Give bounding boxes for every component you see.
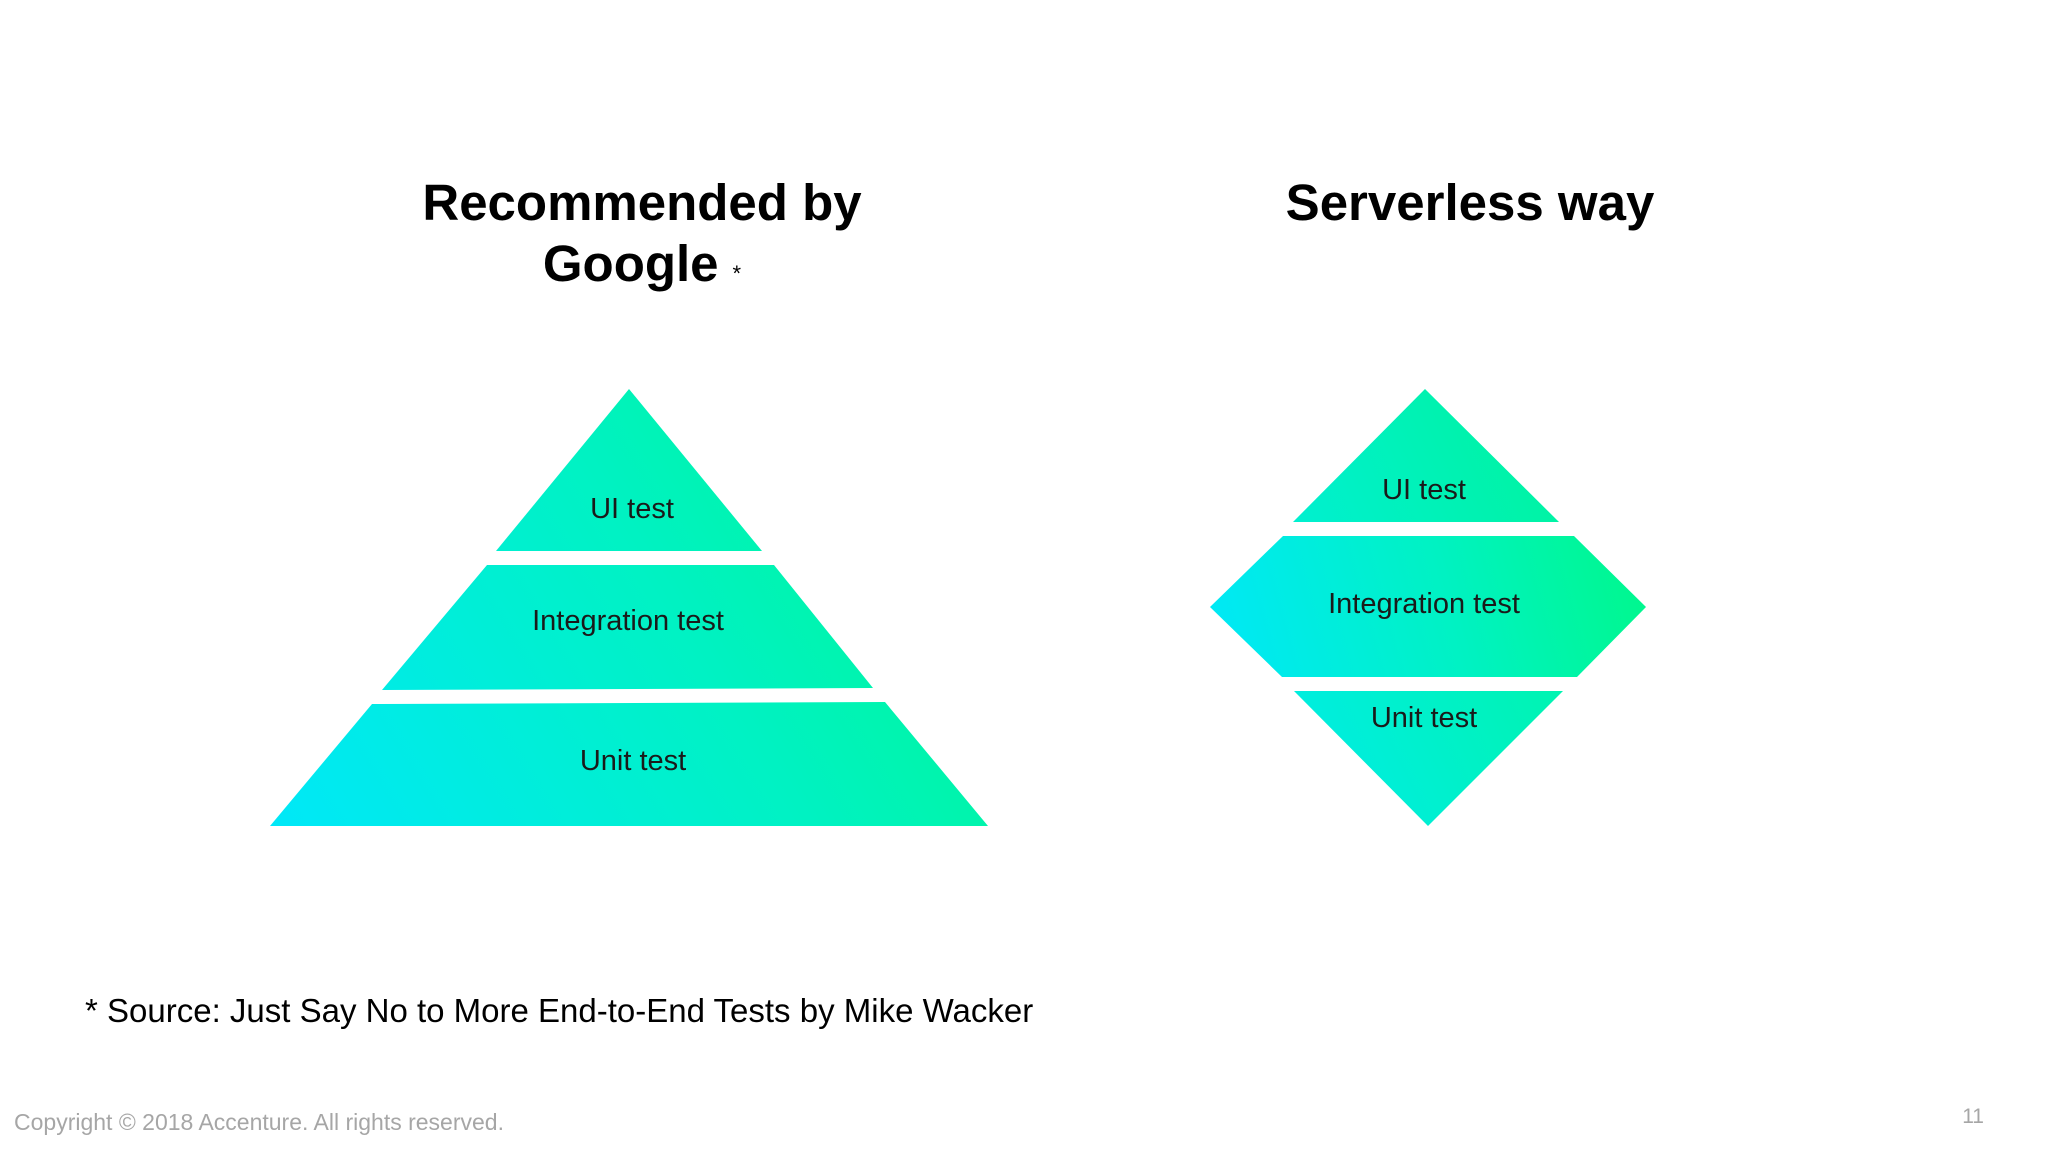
pyramid-unit-test-layer (270, 702, 988, 826)
pyramid-ui-test-label: UI test (590, 493, 674, 525)
diamond-ui-test-label: UI test (1382, 474, 1466, 506)
diamond-unit-test-layer (1294, 691, 1563, 826)
heading-recommended-by-google: Recommended by Google * (370, 172, 914, 304)
heading-left-line1: Recommended by (422, 174, 862, 231)
test-diamond: UI test Integration test Unit test (1210, 389, 1646, 826)
copyright-text: Copyright © 2018 Accenture. All rights r… (14, 1109, 504, 1135)
heading-left-line2: Google (542, 235, 719, 292)
pyramid-unit-test-label: Unit test (580, 745, 686, 777)
source-footnote: * Source: Just Say No to More End-to-End… (85, 992, 1034, 1029)
footnote-marker: * (732, 261, 742, 286)
test-pyramid: UI test Integration test Unit test (270, 389, 988, 826)
diamond-ui-test-layer (1293, 389, 1559, 522)
diamond-integration-test-label: Integration test (1328, 588, 1520, 620)
diamond-unit-test-label: Unit test (1371, 702, 1477, 734)
diamond-integration-test-layer (1210, 536, 1646, 677)
heading-serverless-way: Serverless way (1285, 174, 1655, 231)
pyramid-ui-test-layer (496, 389, 762, 551)
pyramid-integration-test-layer (382, 565, 873, 690)
page-number: 11 (1962, 1105, 1984, 1128)
pyramid-integration-test-label: Integration test (532, 605, 724, 637)
